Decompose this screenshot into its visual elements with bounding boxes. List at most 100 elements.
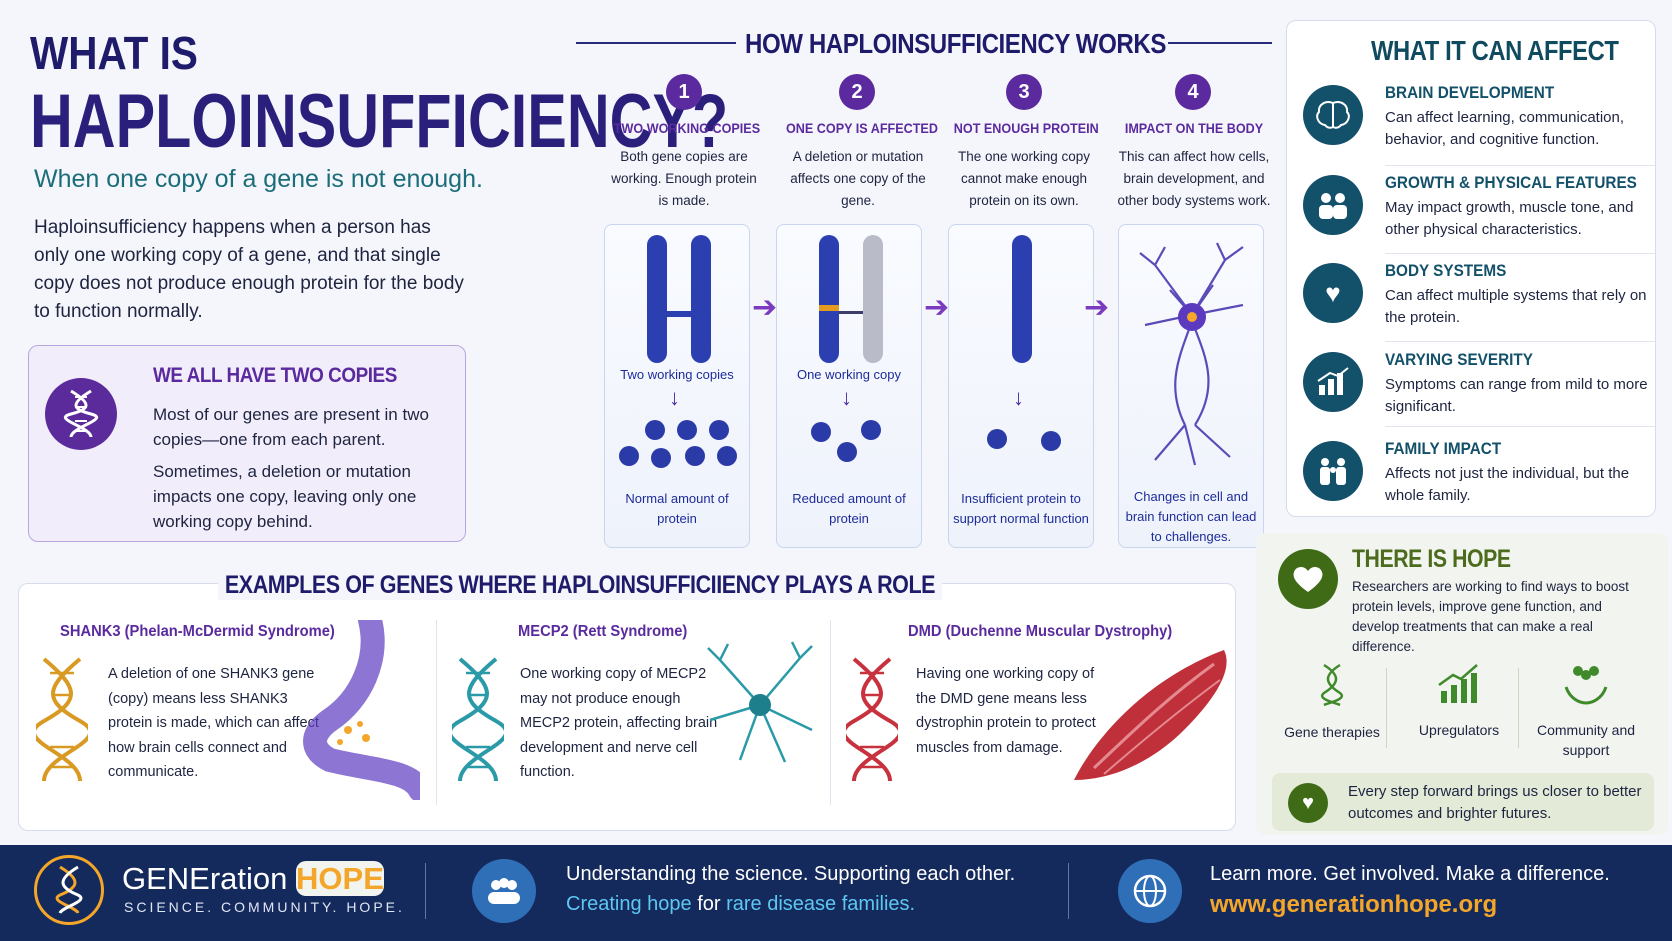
- step-3-panel: ↓ Insufficient protein to support normal…: [948, 224, 1094, 548]
- gene-title-shank3: SHANK3 (Phelan-McDermid Syndrome): [60, 623, 335, 640]
- hope-item-label: Upregulators: [1418, 722, 1500, 738]
- examples-card: [18, 583, 1236, 831]
- brain-icon: [1303, 85, 1363, 145]
- affect-text: May impact growth, muscle tone, and othe…: [1385, 199, 1634, 238]
- step-title: NOT ENOUGH PROTEIN: [953, 120, 1099, 136]
- globe-icon: [1118, 859, 1182, 923]
- two-copies-p2: Sometimes, a deletion or mutation impact…: [153, 462, 417, 531]
- divider: [436, 620, 437, 805]
- footer-line-2b: for: [691, 893, 727, 915]
- step-number: 1: [666, 74, 702, 110]
- neuron-icon: [707, 641, 813, 763]
- heart-icon: [1278, 549, 1338, 609]
- there-is-hope-card: THERE IS HOPE Researchers are working to…: [1256, 533, 1668, 835]
- synapse-icon: [303, 620, 420, 800]
- hope-item-label: Community and support: [1536, 722, 1636, 758]
- panel-bottom-caption: Insufficient protein to support normal f…: [953, 491, 1089, 526]
- muscle-icon: [1074, 650, 1227, 780]
- arrow-down-icon: ↓: [669, 385, 680, 410]
- examples-heading: EXAMPLES OF GENES WHERE HAPLOINSUFFICIIE…: [218, 571, 942, 600]
- arrow-down-icon: ↓: [841, 385, 852, 410]
- step-desc: This can affect how cells, brain develop…: [1117, 149, 1271, 208]
- brand-hope: HOPE: [296, 861, 384, 896]
- divider: [1385, 341, 1655, 342]
- what-it-can-affect-card: WHAT IT CAN AFFECT BRAIN DEVELOPMENT Can…: [1286, 20, 1656, 517]
- brand-main: GENEration: [122, 861, 288, 896]
- divider: [425, 863, 426, 919]
- step-2-panel: One working copy ↓ Reduced amount of pro…: [776, 224, 922, 548]
- website-link[interactable]: www.generationhope.org: [1210, 891, 1498, 918]
- arrow-right-icon: ➔: [924, 291, 950, 324]
- affect-title: BRAIN DEVELOPMENT: [1385, 83, 1555, 102]
- divider: [1518, 668, 1519, 748]
- affect-text: Can affect multiple systems that rely on…: [1385, 287, 1647, 326]
- step-number: 3: [1006, 74, 1042, 110]
- two-copies-heading: WE ALL HAVE TWO COPIES: [153, 364, 397, 387]
- chromosome-single-icon: [1012, 235, 1032, 363]
- protein-cluster-icon: [987, 429, 1061, 451]
- divider: [1385, 426, 1655, 427]
- footer-line-2a: Creating hope: [566, 893, 692, 915]
- footer: GENEration HOPE SCIENCE. COMMUNITY. HOPE…: [0, 845, 1672, 941]
- step-number: 2: [839, 74, 875, 110]
- footer-cta: Learn more. Get involved. Make a differe…: [1210, 863, 1610, 885]
- panel-bottom-caption: Reduced amount of protein: [792, 491, 906, 526]
- how-heading: HOW HAPLOINSUFFICIENCY WORKS: [745, 28, 1166, 59]
- hope-item: Gene therapies: [1272, 663, 1392, 742]
- step-number: 4: [1175, 74, 1211, 110]
- gene-text-dmd: Having one working copy of the DMD gene …: [916, 666, 1096, 756]
- gene-title-dmd: DMD (Duchenne Muscular Dystrophy): [908, 623, 1173, 640]
- people-icon: [1303, 175, 1363, 235]
- step-title: IMPACT ON THE BODY: [1124, 120, 1264, 136]
- title-line-2: HAPLOINSUFFICIENCY?: [30, 79, 729, 164]
- hope-banner-text: Every step forward brings us closer to b…: [1348, 783, 1642, 822]
- footer-line-1: Understanding the science. Supporting ea…: [566, 863, 1016, 885]
- neuron-icon: [1139, 242, 1244, 466]
- gene-title-mecp2: MECP2 (Rett Syndrome): [518, 623, 688, 640]
- affect-title: VARYING SEVERITY: [1385, 350, 1533, 369]
- affect-text: Symptoms can range from mild to more sig…: [1385, 376, 1648, 415]
- intro-text: Haploinsufficiency happens when a person…: [34, 217, 464, 322]
- heart-hand-icon: ♥: [1303, 263, 1363, 323]
- protein-cluster-icon: [619, 420, 737, 468]
- dna-icon: [36, 657, 88, 782]
- divider-line: [576, 42, 736, 44]
- step-desc: The one working copy cannot make enough …: [957, 149, 1091, 208]
- step-4-panel: Changes in cell and brain function can l…: [1118, 224, 1264, 548]
- footer-line-2c: rare disease families.: [726, 893, 916, 915]
- step-title: TWO WORKING COPIES: [613, 120, 761, 136]
- panel-top-caption: One working copy: [796, 367, 902, 382]
- dna-icon: [1320, 663, 1344, 707]
- two-copies-p1: Most of our genes are present in two cop…: [153, 405, 429, 449]
- affect-text: Can affect learning, communication, beha…: [1385, 109, 1625, 148]
- arrow-right-icon: ➔: [752, 291, 778, 324]
- dna-icon: [452, 657, 504, 782]
- affect-heading: WHAT IT CAN AFFECT: [1371, 35, 1619, 66]
- dna-icon: [846, 657, 898, 782]
- panel-bottom-caption: Normal amount of protein: [625, 491, 729, 526]
- hope-item: Upregulators: [1399, 663, 1519, 740]
- title-line-1: WHAT IS: [30, 27, 198, 79]
- growth-chart-icon: [1438, 664, 1478, 703]
- community-icon: [472, 859, 536, 923]
- family-icon: [1303, 441, 1363, 501]
- chromosome-pair-affected-icon: [819, 235, 883, 363]
- divider: [1068, 863, 1069, 919]
- brand-name: GENEration HOPE: [122, 861, 384, 897]
- bar-chart-icon: [1303, 352, 1363, 412]
- hope-heading: THERE IS HOPE: [1352, 545, 1511, 573]
- affect-title: FAMILY IMPACT: [1385, 439, 1502, 458]
- brand-tagline: SCIENCE. COMMUNITY. HOPE.: [124, 899, 405, 915]
- two-copies-box: WE ALL HAVE TWO COPIES Most of our genes…: [28, 345, 466, 542]
- panel-bottom-caption: Changes in cell and brain function can l…: [1125, 489, 1257, 544]
- affect-title: GROWTH & PHYSICAL FEATURES: [1385, 173, 1637, 192]
- arrow-right-icon: ➔: [1084, 291, 1110, 324]
- hope-text: Researchers are working to find ways to …: [1352, 579, 1629, 654]
- gene-text-mecp2: One working copy of MECP2 may not produc…: [520, 666, 718, 780]
- panel-top-caption: Two working copies: [620, 367, 734, 382]
- logo-icon: [34, 855, 104, 925]
- heart-pulse-icon: ♥: [1288, 783, 1328, 823]
- footer-line-2: Creating hope for rare disease families.: [566, 893, 915, 916]
- affect-text: Affects not just the individual, but the…: [1385, 465, 1630, 504]
